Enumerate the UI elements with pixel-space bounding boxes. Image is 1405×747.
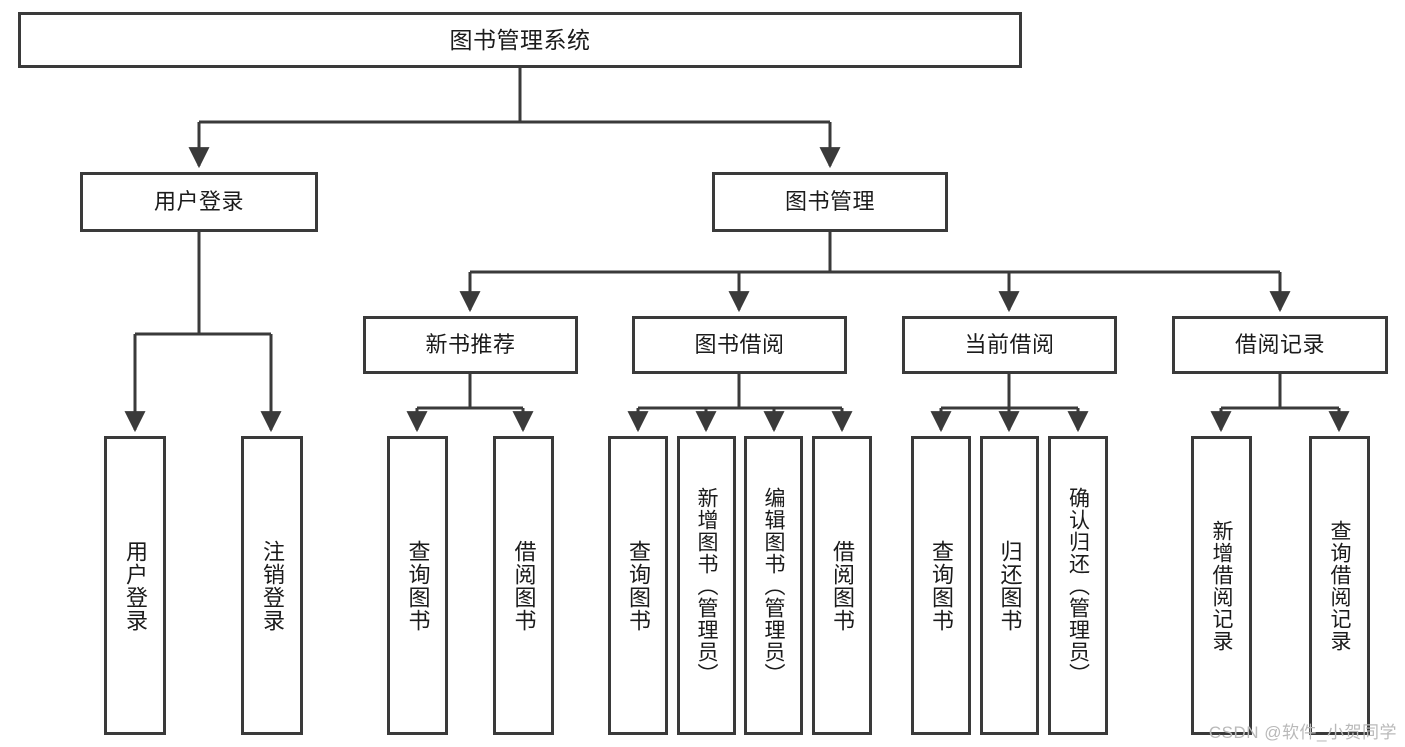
node-label: 借阅图书 [511, 539, 537, 632]
node-book-borrow[interactable]: 图书借阅 [632, 316, 847, 374]
node-new-book-recommend[interactable]: 新书推荐 [363, 316, 578, 374]
node-label: 借阅记录 [1234, 332, 1325, 358]
node-leaf-query-record[interactable]: 查询借阅记录 [1309, 436, 1370, 735]
node-label: 查询图书 [928, 539, 954, 632]
node-label: 确认归还（管理员） [1066, 486, 1090, 685]
node-leaf-borrow-book-2[interactable]: 借阅图书 [812, 436, 872, 735]
node-user-login[interactable]: 用户登录 [80, 172, 318, 232]
node-root-system[interactable]: 图书管理系统 [18, 12, 1022, 68]
node-label: 编辑图书（管理员） [762, 486, 786, 685]
node-leaf-confirm-return[interactable]: 确认归还（管理员） [1048, 436, 1108, 735]
node-label: 查询图书 [405, 539, 431, 632]
node-leaf-add-record[interactable]: 新增借阅记录 [1191, 436, 1252, 735]
node-label: 新增借阅记录 [1210, 519, 1234, 652]
node-leaf-edit-book[interactable]: 编辑图书（管理员） [744, 436, 803, 735]
node-label: 新增图书（管理员） [695, 486, 719, 685]
node-label: 图书管理 [784, 189, 875, 215]
node-label: 借阅图书 [829, 539, 855, 632]
node-label: 查询借阅记录 [1328, 519, 1352, 652]
node-label: 用户登录 [122, 539, 148, 632]
node-label: 新书推荐 [425, 332, 516, 358]
node-leaf-logout-login[interactable]: 注销登录 [241, 436, 303, 735]
node-leaf-query-book-2[interactable]: 查询图书 [608, 436, 668, 735]
csdn-watermark: CSDN @软件_小贺同学 [1208, 723, 1397, 742]
node-label: 注销登录 [259, 539, 285, 632]
node-label: 图书借阅 [694, 332, 785, 358]
node-leaf-query-book-3[interactable]: 查询图书 [911, 436, 971, 735]
node-leaf-add-book[interactable]: 新增图书（管理员） [677, 436, 736, 735]
node-leaf-return-book[interactable]: 归还图书 [980, 436, 1039, 735]
node-leaf-user-login[interactable]: 用户登录 [104, 436, 166, 735]
node-label: 图书管理系统 [449, 26, 591, 53]
node-leaf-borrow-book-1[interactable]: 借阅图书 [493, 436, 554, 735]
node-label: 归还图书 [997, 539, 1023, 632]
node-label: 用户登录 [153, 189, 244, 215]
node-current-borrow[interactable]: 当前借阅 [902, 316, 1117, 374]
node-label: 当前借阅 [964, 332, 1055, 358]
node-label: 查询图书 [625, 539, 651, 632]
node-borrow-record[interactable]: 借阅记录 [1172, 316, 1388, 374]
node-book-manage[interactable]: 图书管理 [712, 172, 948, 232]
node-leaf-query-book-1[interactable]: 查询图书 [387, 436, 448, 735]
